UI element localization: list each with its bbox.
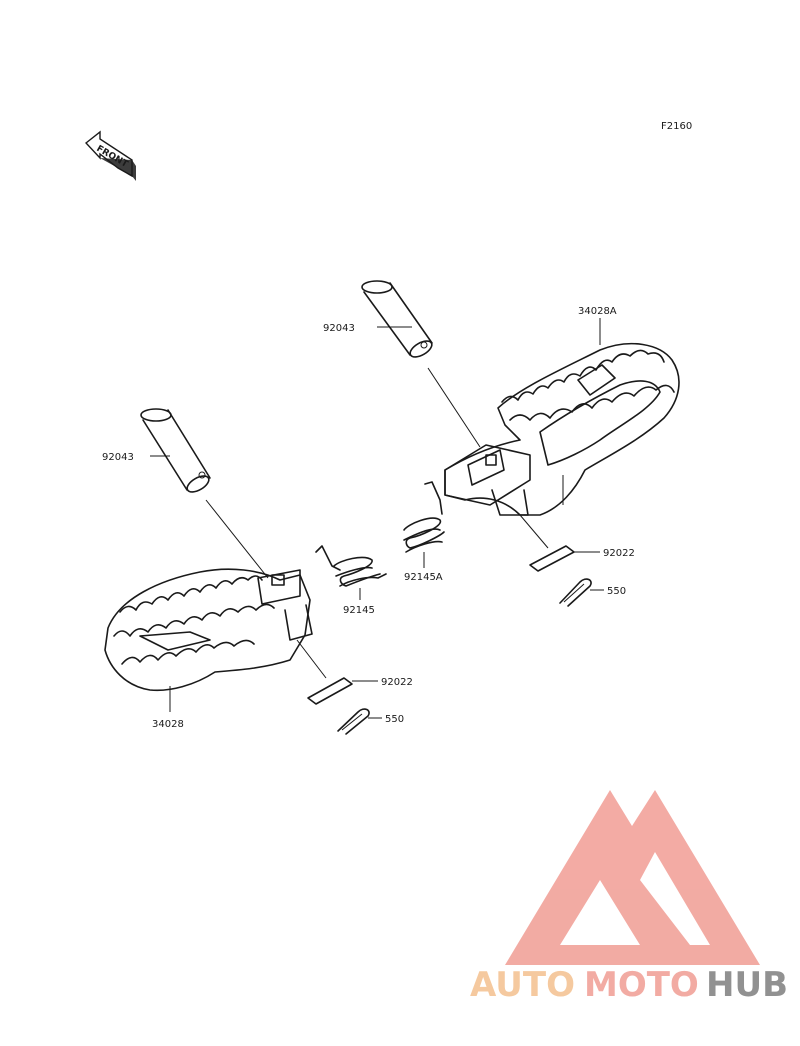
rh-pin-axis-line	[427, 367, 481, 448]
rh-washer-label: 92022	[603, 548, 635, 559]
rh-washer-axis-line	[519, 514, 549, 549]
rh-cotter-label: 550	[607, 586, 626, 597]
rh-spring	[403, 481, 445, 553]
lh-pin	[140, 408, 211, 493]
lh-cotter-pin	[337, 708, 370, 735]
automotohub-logo: AUTO MOTO HUB	[470, 790, 788, 1005]
logo-word-hub: HUB	[706, 965, 788, 1005]
lh-footpeg	[104, 568, 313, 692]
rh-footpeg-label: 34028A	[578, 306, 617, 317]
logo-word-auto: AUTO	[470, 965, 575, 1005]
lh-pin-label: 92043	[102, 452, 134, 463]
rh-washer	[529, 545, 575, 572]
lh-washer-label: 92022	[381, 677, 413, 688]
rh-pin-label: 92043	[323, 323, 355, 334]
lh-washer-axis-line	[296, 639, 327, 679]
lh-spring-label: 92145	[343, 605, 375, 616]
lh-spring	[315, 545, 387, 587]
rh-spring-label: 92145A	[404, 572, 443, 583]
logo-word-moto: MOTO	[584, 965, 699, 1005]
rh-cotter-pin	[559, 578, 592, 607]
front-arrow-icon: FRONT	[84, 130, 136, 181]
lh-footpeg-label: 34028	[152, 719, 184, 730]
figure-code: F2160	[661, 121, 692, 132]
lh-pin-axis-line	[205, 499, 269, 579]
lh-cotter-label: 550	[385, 714, 404, 725]
rh-footpeg	[444, 342, 680, 516]
rh-pin	[361, 280, 433, 358]
logo-triangle-icon	[505, 790, 760, 965]
lh-washer	[307, 677, 353, 705]
